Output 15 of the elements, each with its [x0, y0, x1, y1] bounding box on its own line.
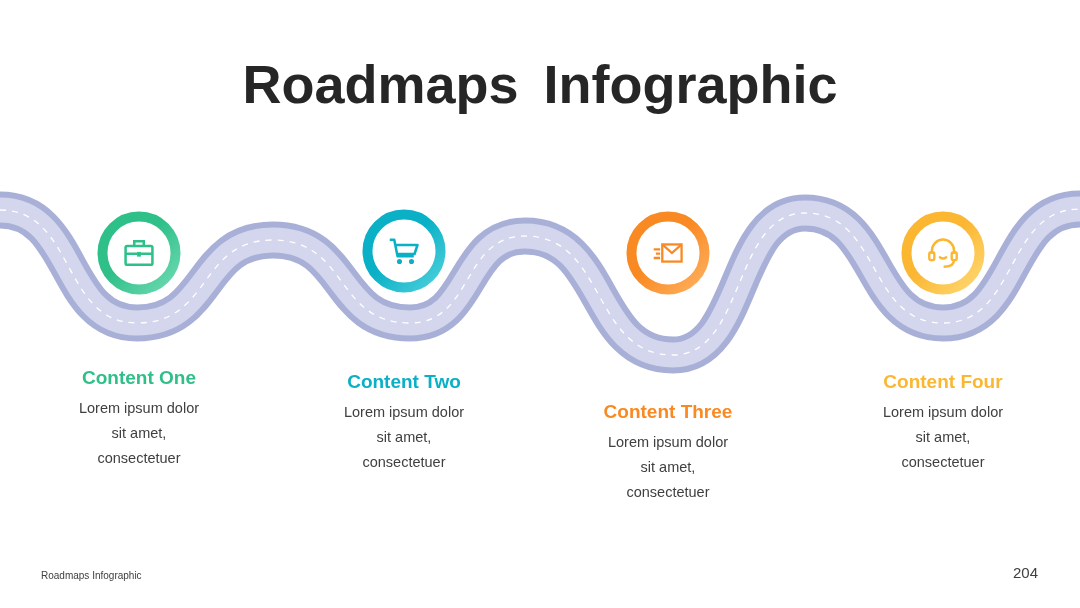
title: Roadmaps Infographic	[241, 53, 839, 116]
circle-marker	[626, 211, 710, 295]
step-description: Lorem ipsum dolor sit amet, consectetuer	[342, 403, 466, 472]
step-heading: Content Two	[346, 370, 462, 394]
circle-marker	[362, 209, 446, 293]
circle-marker	[901, 211, 985, 295]
step-description: Lorem ipsum dolor sit amet, consectetuer	[606, 433, 730, 502]
step-description: Lorem ipsum dolor sit amet, consectetuer	[881, 403, 1005, 472]
step-heading: Content Three	[602, 400, 734, 424]
step-heading: Content One	[81, 366, 197, 390]
step-description: Lorem ipsum dolor sit amet, consectetuer	[77, 399, 201, 468]
step-heading: Content Four	[882, 370, 1004, 394]
circle-marker	[97, 211, 181, 295]
footer-text: Roadmaps Infographic	[41, 570, 142, 581]
page-number: 204	[1012, 564, 1038, 581]
